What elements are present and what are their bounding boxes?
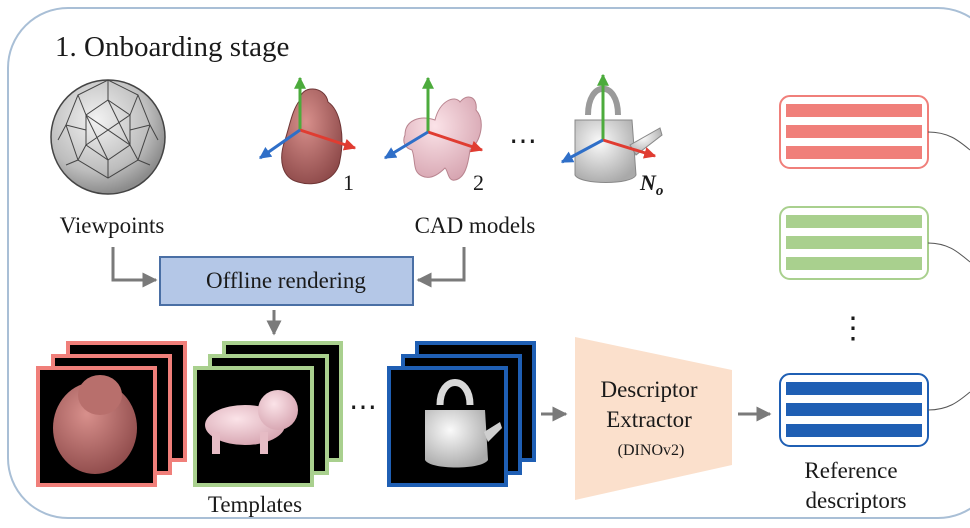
watering-can-model-icon	[560, 73, 663, 183]
reference-descriptor-green	[779, 206, 929, 280]
template-stack-bust	[36, 341, 187, 487]
offline-rendering-label: Offline rendering	[206, 268, 366, 293]
cad-index-n: No	[639, 170, 663, 199]
cad-index-1: 1	[343, 170, 354, 195]
descriptor-red-connector	[927, 131, 970, 151]
extractor-line-1: Descriptor	[600, 377, 697, 402]
cat-model-icon	[383, 76, 484, 181]
descriptor-blue-connector	[927, 391, 970, 411]
bust-model-icon	[259, 76, 357, 185]
descriptor-green-connector	[927, 242, 970, 263]
reference-descriptor-blue	[779, 373, 929, 447]
cad-ellipsis: ⋯	[509, 126, 537, 157]
viewpoints-label: Viewpoints	[60, 213, 165, 238]
geodesic-sphere-icon	[50, 79, 166, 195]
template-stack-cat	[193, 341, 343, 487]
extractor-line-3: (DINOv2)	[618, 442, 685, 459]
viewpoints-to-rendering-arrow	[111, 247, 158, 288]
cad-models-label: CAD models	[415, 213, 536, 238]
stage-title: 1. Onboarding stage	[55, 31, 289, 63]
reference-ellipsis: ⋮	[838, 312, 868, 345]
extractor-line-2: Extractor	[606, 407, 692, 432]
offline-rendering-box	[159, 256, 414, 306]
reference-label-line-1: Reference	[804, 458, 897, 483]
cad-to-rendering-arrow	[416, 247, 466, 288]
templates-ellipsis: ⋯	[349, 392, 377, 423]
reference-label-line-2: descriptors	[806, 488, 907, 513]
template-stack-watering-can	[387, 341, 536, 487]
templates-label: Templates	[208, 492, 302, 517]
descriptor-extractor	[575, 337, 732, 500]
reference-descriptor-red	[779, 95, 929, 169]
cad-index-2: 2	[473, 170, 484, 195]
